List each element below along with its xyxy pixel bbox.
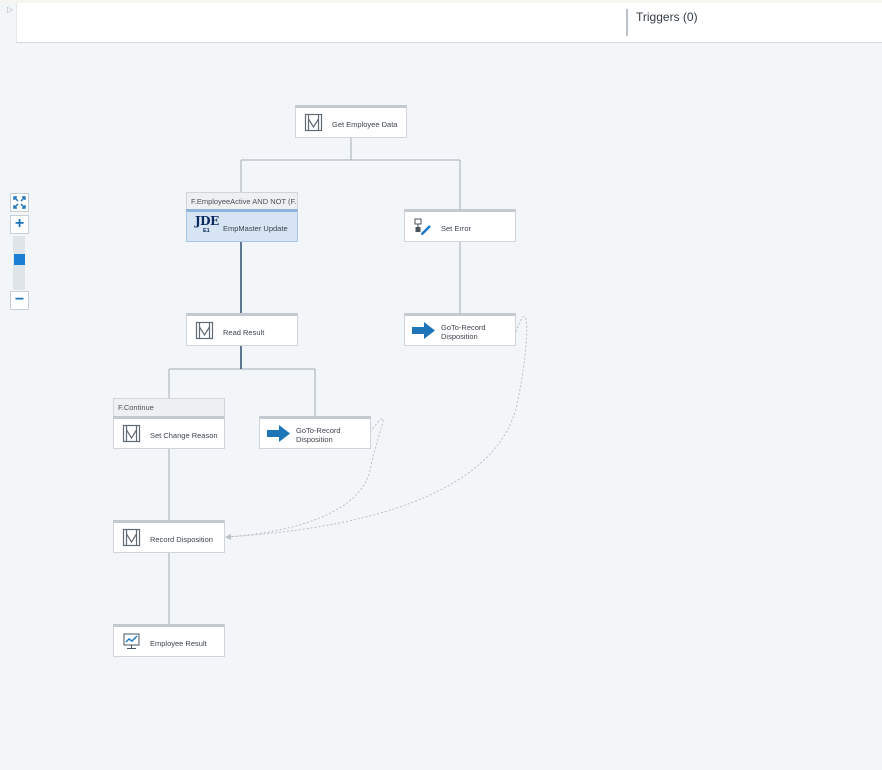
gateway-icon [122, 424, 141, 443]
node-label: EmpMaster Update [223, 223, 288, 233]
edit-variable-icon [414, 218, 431, 235]
triggers-divider [626, 9, 628, 36]
node-set-change-reason[interactable]: Set Change Reason [113, 416, 225, 449]
node-label: Get Employee Data [332, 119, 398, 129]
node-employee-result[interactable]: Employee Result [113, 624, 225, 657]
arrow-right-icon [267, 425, 290, 442]
expand-panel-icon[interactable]: ▷ [7, 5, 14, 14]
node-read-result[interactable]: Read Result [186, 313, 298, 346]
node-label: GoTo-Record Disposition [296, 426, 341, 444]
zoom-out-button[interactable]: − [10, 291, 29, 310]
node-empmaster-update[interactable]: JDE E1 EmpMaster Update [186, 209, 298, 242]
node-label: GoTo-Record Disposition [441, 323, 486, 341]
zoom-in-button[interactable]: + [10, 215, 29, 234]
jde-logo-icon: JDE E1 [195, 214, 219, 235]
node-label: Set Change Reason [150, 430, 218, 440]
node-label: Record Disposition [150, 534, 213, 544]
node-label: Set Error [441, 223, 472, 233]
triggers-label[interactable]: Triggers (0) [636, 10, 698, 24]
gateway-icon [195, 321, 214, 340]
node-goto-record-disposition-1[interactable]: GoTo-Record Disposition [404, 313, 516, 346]
fit-to-screen-button[interactable] [10, 193, 29, 212]
node-set-error[interactable]: Set Error [404, 209, 516, 242]
node-record-disposition[interactable]: Record Disposition [113, 520, 225, 553]
gateway-icon [122, 528, 141, 547]
fit-screen-icon [13, 196, 26, 209]
header-bar: Triggers (0) [16, 3, 882, 43]
condition-continue[interactable]: F.Continue [113, 398, 225, 418]
zoom-slider-thumb[interactable] [14, 253, 25, 265]
arrow-right-icon [412, 322, 435, 339]
node-get-employee-data[interactable]: Get Employee Data [295, 105, 407, 138]
node-label: Read Result [223, 327, 265, 337]
node-goto-record-disposition-2[interactable]: GoTo-Record Disposition [259, 416, 371, 449]
node-label: Employee Result [150, 638, 207, 648]
top-strip [0, 0, 882, 3]
chart-monitor-icon [123, 633, 140, 649]
gateway-icon [304, 113, 323, 132]
